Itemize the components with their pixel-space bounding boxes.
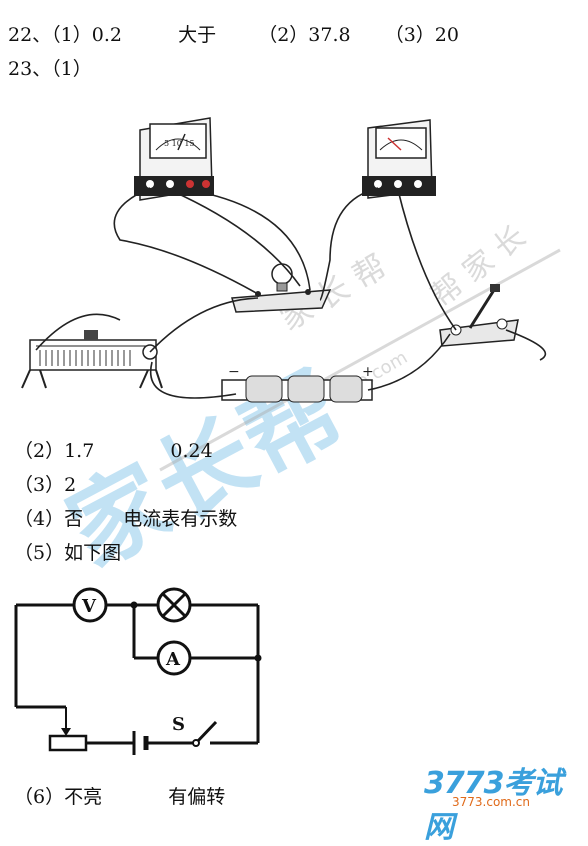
brand-url: 3773.com.cn (452, 795, 530, 809)
answer-23-heading: 23、（1） (8, 58, 92, 80)
answer-22-part2: （2）37.8 (258, 24, 351, 46)
answer-23-part2: （2）1.7 0.24 (14, 440, 213, 462)
answer-23-part3: （3）2 (14, 474, 77, 496)
answer-23-part2-value2: 0.24 (170, 440, 213, 462)
answer-23-part6: （6）不亮 有偏转 (14, 786, 225, 808)
svg-text:5 10 15: 5 10 15 (164, 139, 195, 148)
answer-23-part4: （4）否 电流表有示数 (14, 508, 237, 530)
circuit-components (48, 587, 262, 755)
answer-22-part1: 22、（1）0.2 (8, 24, 122, 46)
ammeter-device (362, 119, 436, 199)
rheostat-device (21, 330, 163, 389)
answer-23-part5: （5）如下图 (14, 542, 122, 564)
answer-22: 22、（1）0.2 大于 （2）37.8 （3）20 (8, 24, 459, 46)
answer-23-part2-value1: （2）1.7 (14, 440, 95, 462)
answer-23-part6-detail: 有偏转 (168, 786, 226, 808)
ammeter-symbol: A (165, 649, 181, 670)
svg-text:+: + (362, 364, 374, 380)
battery-device: − + (221, 364, 374, 403)
voltmeter-symbol: V (81, 596, 97, 617)
switch-device (439, 284, 519, 347)
apparatus-illustration: 5 10 15 (14, 117, 561, 755)
voltmeter-device: 5 10 15 (134, 117, 214, 201)
answer-22-part3: （3）20 (384, 24, 459, 46)
svg-text:−: − (228, 364, 240, 380)
answer-23-part4-label: （4）否 (14, 508, 84, 530)
circuit-diagram (14, 603, 260, 745)
answer-22-comparison: 大于 (178, 24, 217, 46)
apparatus-wires (35, 187, 547, 399)
answer-23-part6-label: （6）不亮 (14, 786, 103, 808)
switch-label: S (172, 714, 185, 735)
answer-23-part4-detail: 电流表有示数 (123, 508, 238, 530)
